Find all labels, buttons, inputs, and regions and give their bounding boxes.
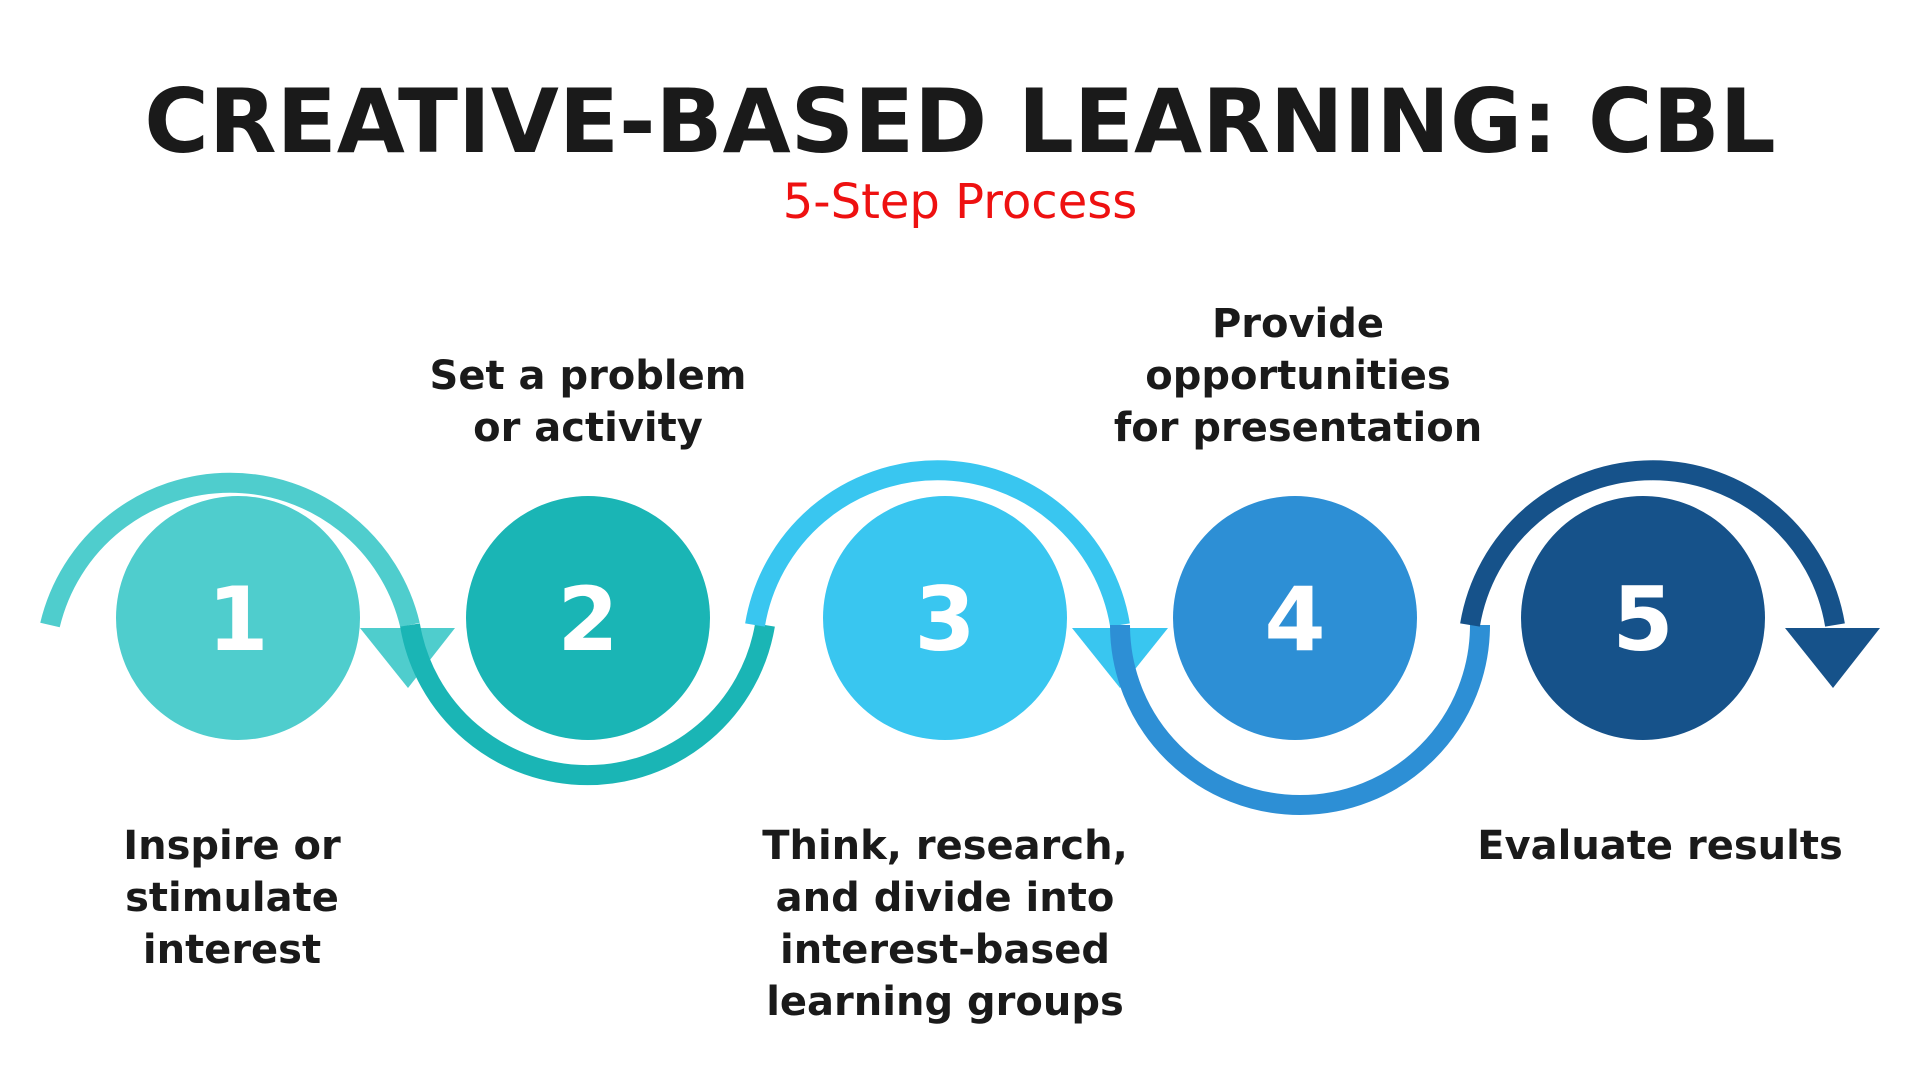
step-1-caption-line: interest [142, 927, 322, 973]
step-4-caption-line: Provide [1211, 301, 1385, 347]
step-2-number: 2 [557, 568, 618, 671]
step-5-arc [1460, 460, 1845, 627]
step-1-caption-line: stimulate [125, 875, 339, 921]
step-1-circle [116, 496, 360, 740]
step-4-caption: Provide opportunities for presentation [1078, 298, 1518, 454]
step-2-circle [466, 496, 710, 740]
step-4-arc [1110, 624, 1490, 815]
step-1-number: 1 [207, 568, 268, 671]
step-5-number: 5 [1612, 568, 1673, 671]
step-5-caption: Evaluate results [1440, 820, 1880, 872]
step-3-circle [823, 496, 1067, 740]
step-3-arc [745, 460, 1130, 627]
step-4-number: 4 [1264, 568, 1325, 671]
page-title: CREATIVE-BASED LEARNING: CBL [144, 70, 1776, 173]
step-2-caption: Set a problem or activity [368, 350, 808, 454]
step-3-caption-line: Think, research, [762, 823, 1128, 869]
step-4-caption-line: opportunities [1145, 353, 1451, 399]
step-3-caption-line: learning groups [766, 979, 1124, 1025]
step-2-caption-line: Set a problem [429, 353, 747, 399]
step-3-caption: Think, research, and divide into interes… [725, 820, 1165, 1028]
step-2-arc [400, 623, 775, 786]
step-5-caption-line: Evaluate results [1477, 823, 1843, 869]
step-4-circle [1173, 496, 1417, 740]
step-1-caption-line: Inspire or [123, 823, 341, 869]
step-1-arc [40, 472, 420, 628]
step-1-caption: Inspire or stimulate interest [12, 820, 452, 976]
step-5-circle [1521, 496, 1765, 740]
step-3-number: 3 [914, 568, 975, 671]
step-2-caption-line: or activity [473, 405, 703, 451]
step-3-caption-line: and divide into [775, 875, 1115, 921]
page-subtitle: 5-Step Process [782, 174, 1138, 230]
step-3-caption-line: interest-based [779, 927, 1111, 973]
step-1-arrowhead [360, 628, 455, 688]
step-4-caption-line: for presentation [1113, 405, 1483, 451]
step-5-arrowhead [1785, 628, 1880, 688]
